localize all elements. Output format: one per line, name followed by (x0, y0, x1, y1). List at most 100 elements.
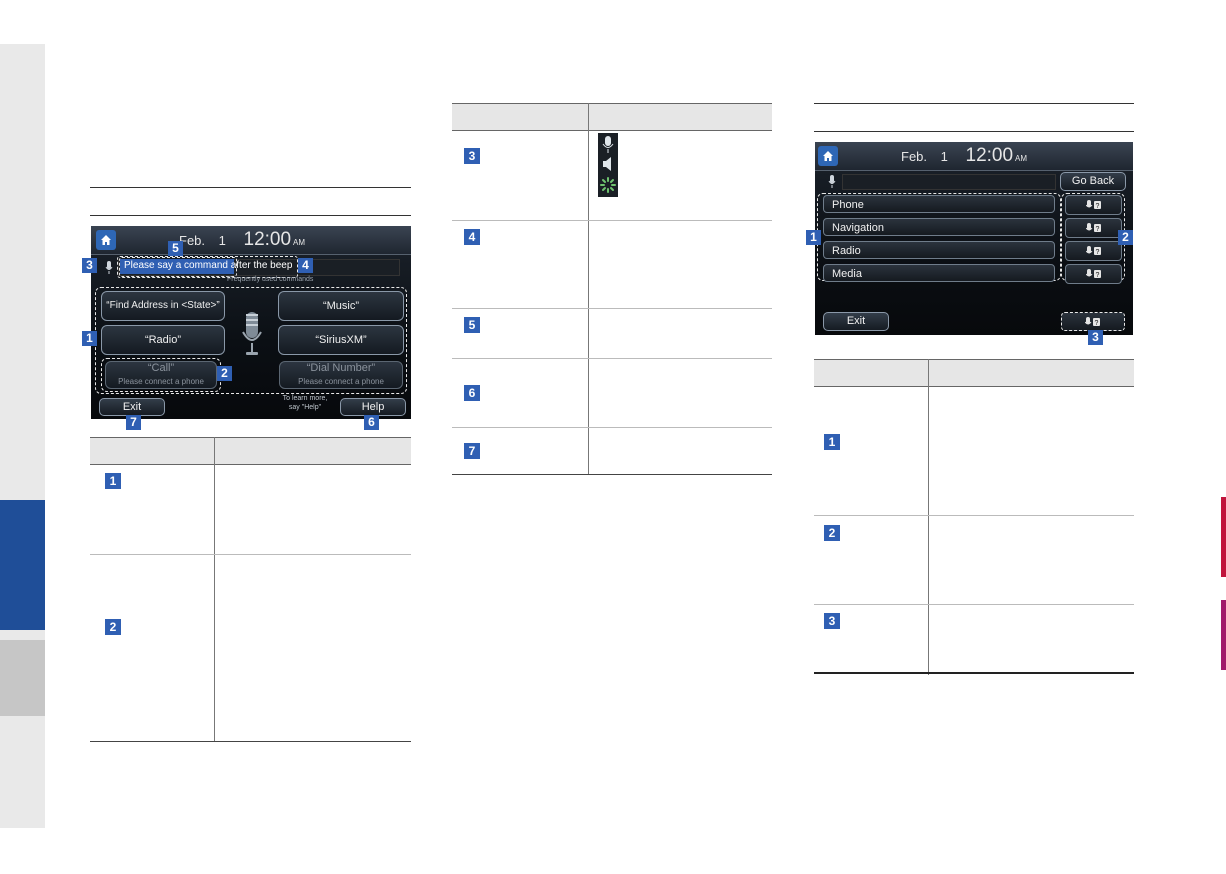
go-back-label: Go Back (1071, 175, 1115, 187)
global-help-button[interactable]: ? (1061, 312, 1125, 331)
section-tab-next[interactable] (0, 640, 45, 716)
command-label: “Dial Number” (306, 362, 376, 374)
command-dial-number[interactable]: “Dial Number” Please connect a phone (279, 361, 403, 389)
command-sub-label: Please connect a phone (118, 377, 204, 386)
column-divider (214, 437, 215, 742)
item-label: Radio (832, 245, 861, 257)
callout-badge-1: 1 (82, 331, 97, 346)
clock-ampm: AM (293, 238, 306, 247)
callout-badge-4: 4 (298, 258, 313, 273)
clock-date: Feb. (901, 149, 928, 164)
row-divider (452, 427, 772, 428)
voice-help-icon: ? (1085, 316, 1100, 327)
clock-ampm: AM (1015, 154, 1028, 163)
callout-badge-1: 1 (806, 230, 821, 245)
left-description-table: 1 2 (90, 437, 411, 742)
item-help-button-navigation[interactable]: ? (1065, 218, 1122, 238)
callout-badge-2: 2 (1118, 230, 1133, 245)
callout-badge-6: 6 (364, 415, 379, 430)
row-badge-3: 3 (824, 613, 840, 629)
row-badge-4: 4 (464, 229, 480, 245)
table-bottom-rule (90, 741, 411, 742)
edge-mark-magenta (1221, 600, 1226, 670)
callout-badge-7: 7 (126, 415, 141, 430)
prompt-guidance-highlight (119, 257, 237, 277)
item-help-button-radio[interactable]: ? (1065, 241, 1122, 261)
command-item-radio[interactable]: Radio (823, 241, 1055, 259)
command-siriusxm[interactable]: “SiriusXM” (278, 325, 404, 355)
help-button[interactable]: Help (340, 398, 406, 416)
home-button[interactable] (96, 230, 116, 250)
section-rule-bottom (814, 131, 1134, 132)
status-icon-strip (598, 133, 618, 197)
callout-badge-2: 2 (217, 366, 232, 381)
callout-badge-3: 3 (82, 258, 97, 273)
command-item-media[interactable]: Media (823, 264, 1055, 282)
exit-label: Exit (122, 401, 142, 413)
exit-button[interactable]: Exit (823, 312, 889, 331)
home-button[interactable] (818, 146, 838, 166)
clock-time: 12:00 (243, 229, 292, 250)
svg-text:?: ? (1095, 320, 1099, 327)
voice-prompt-text: Please say a command after the beep (124, 260, 293, 271)
row-badge-1: 1 (105, 473, 121, 489)
command-label: “Find Address in <State>” (106, 300, 220, 311)
section-rule-top (814, 103, 1134, 104)
item-label: Media (832, 268, 862, 280)
table-header (452, 103, 772, 131)
svg-text:?: ? (1095, 272, 1099, 279)
table-header (814, 359, 1134, 387)
table-bottom-rule (452, 474, 772, 475)
go-back-button[interactable]: Go Back (1060, 172, 1126, 191)
section-tab-active[interactable] (0, 500, 45, 630)
row-divider (452, 358, 772, 359)
row-divider (814, 515, 1134, 516)
exit-button[interactable]: Exit (99, 398, 165, 416)
processing-status-icon (600, 177, 616, 193)
voice-help-icon: ? (1085, 246, 1101, 256)
column-divider (928, 359, 929, 675)
table-bottom-rule (814, 672, 1134, 674)
row-divider (90, 554, 411, 555)
clock-day: 1 (218, 233, 226, 248)
exit-label: Exit (846, 315, 866, 327)
clock-time: 12:00 (965, 145, 1014, 166)
voice-help-icon: ? (1085, 269, 1101, 279)
learn-more-line2: say "Help" (288, 404, 322, 411)
command-item-navigation[interactable]: Navigation (823, 218, 1055, 236)
item-label: Phone (832, 199, 864, 211)
call-command-highlight (101, 358, 221, 392)
row-badge-7: 7 (464, 443, 480, 459)
item-help-button-media[interactable]: ? (1065, 264, 1122, 284)
command-call[interactable]: “Call”Please connect a phone (105, 361, 217, 389)
row-badge-2: 2 (105, 619, 121, 635)
command-sub-label: Please connect a phone (298, 377, 384, 386)
item-label: Navigation (832, 222, 884, 234)
item-help-button-phone[interactable]: ? (1065, 195, 1122, 215)
section-rule-top (90, 187, 411, 188)
command-label: “Music” (322, 300, 360, 312)
middle-description-table: 3 4 5 6 7 (452, 103, 772, 475)
svg-text:?: ? (1095, 226, 1099, 233)
speaker-status-icon (603, 157, 611, 171)
clock-date: Feb. (179, 233, 206, 248)
command-music[interactable]: “Music” (278, 291, 404, 321)
large-mic-icon (242, 312, 262, 355)
help-label: Help (361, 401, 385, 413)
row-badge-1: 1 (824, 434, 840, 450)
command-find-address[interactable]: “Find Address in <State>” (101, 291, 225, 321)
command-radio[interactable]: “Radio” (101, 325, 225, 355)
command-label: “Radio” (144, 334, 182, 346)
command-item-phone[interactable]: Phone (823, 195, 1055, 213)
mic-icon (828, 175, 836, 188)
frequent-commands-label: Frequently used commands (227, 276, 314, 283)
row-badge-6: 6 (464, 385, 480, 401)
section-rule-bottom (90, 215, 411, 216)
learn-more-hint: To learn more, say "Help" (269, 394, 341, 412)
prompt-highlight (120, 259, 234, 274)
voice-help-icon: ? (1085, 223, 1101, 233)
clock-day: 1 (940, 149, 948, 164)
